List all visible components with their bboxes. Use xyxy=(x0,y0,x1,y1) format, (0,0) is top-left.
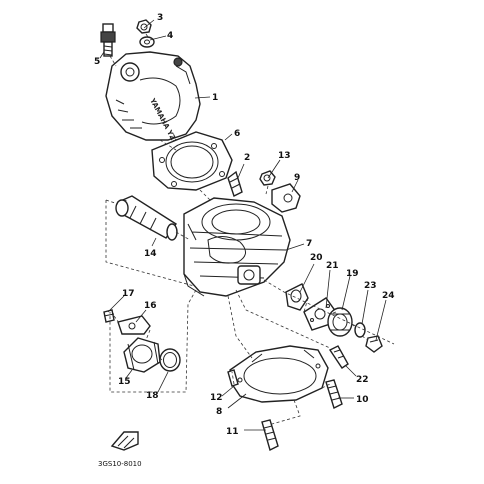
callout-14: 14 xyxy=(144,249,157,259)
callout-6: 6 xyxy=(234,129,240,139)
exploded-lines xyxy=(105,33,395,425)
callout-20: 20 xyxy=(310,253,323,263)
plug-24 xyxy=(365,335,383,353)
callout-23: 23 xyxy=(364,281,377,291)
spark-plug xyxy=(100,23,116,57)
stud-bolt-10 xyxy=(325,379,343,409)
callout-8: 8 xyxy=(216,407,222,417)
exhaust-rubber-14 xyxy=(115,195,178,241)
callout-15: 15 xyxy=(118,377,131,387)
front-arrow-icon xyxy=(110,431,139,451)
head-gasket xyxy=(151,131,233,191)
diagram-code: 3GS10-8010 xyxy=(98,460,142,468)
callout-10: 10 xyxy=(356,395,369,405)
callout-21: 21 xyxy=(326,261,339,271)
cylinder xyxy=(183,197,291,297)
callout-22: 22 xyxy=(356,375,369,385)
clip-18 xyxy=(159,348,181,372)
callout-4: 4 xyxy=(167,31,173,41)
callout-19: 19 xyxy=(346,269,359,279)
stud-bolt-2 xyxy=(227,170,243,197)
callout-numbers: 1 2 3 4 5 6 7 8 9 10 11 12 13 14 15 16 1… xyxy=(94,13,395,437)
bracket-9 xyxy=(271,183,301,213)
bolt-17 xyxy=(103,309,115,323)
governor-19 xyxy=(327,307,353,337)
callout-1: 1 xyxy=(212,93,218,103)
nut-3 xyxy=(136,19,152,34)
bracket-16 xyxy=(117,315,151,335)
washer-4 xyxy=(139,36,155,48)
callout-7: 7 xyxy=(306,239,312,249)
callout-5: 5 xyxy=(94,57,100,67)
holder-15 xyxy=(123,337,161,373)
valve-holder-20 xyxy=(285,283,309,311)
nut-13 xyxy=(259,170,276,186)
callout-24: 24 xyxy=(382,291,395,301)
callout-12: 12 xyxy=(210,393,223,403)
callout-18: 18 xyxy=(146,391,159,401)
cylinder-gasket xyxy=(229,345,329,403)
callout-11: 11 xyxy=(226,427,239,437)
stud-bolt-11 xyxy=(261,419,279,452)
callout-16: 16 xyxy=(144,301,157,311)
leader-lines xyxy=(99,19,387,431)
callout-9: 9 xyxy=(294,173,300,183)
callout-13: 13 xyxy=(278,151,291,161)
callout-3: 3 xyxy=(157,13,163,23)
callout-2: 2 xyxy=(244,153,250,163)
cylinder-head: YAMAHA YZ80 xyxy=(105,51,201,150)
screw-22 xyxy=(328,345,349,369)
callout-17: 17 xyxy=(122,289,135,299)
